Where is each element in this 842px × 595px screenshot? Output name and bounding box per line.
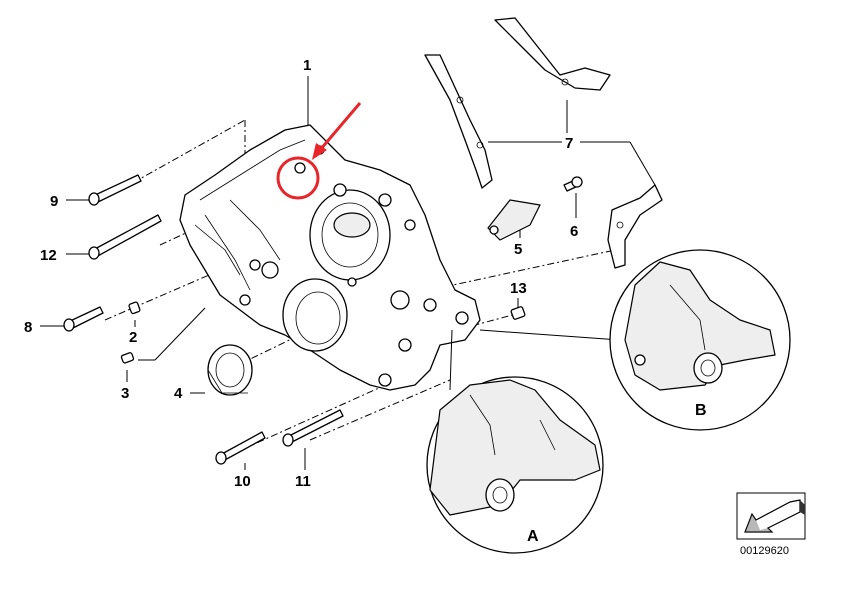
guide-5 xyxy=(487,199,541,241)
callout-10: 10 xyxy=(234,473,251,490)
callout-13: 13 xyxy=(510,280,527,297)
bolt-9 xyxy=(88,174,142,206)
callout-8: 8 xyxy=(24,319,32,336)
bolt-6 xyxy=(563,176,583,192)
arrow-icon xyxy=(318,102,362,151)
gasket-7-lower xyxy=(607,184,663,269)
callout-1: 1 xyxy=(303,57,311,74)
shaft-seal-4 xyxy=(207,344,253,396)
dowel-2 xyxy=(128,301,141,315)
bolt-10 xyxy=(215,431,266,465)
callout-11: 11 xyxy=(295,473,311,490)
catalog-symbol: 00129620 xyxy=(736,492,806,557)
gasket-7-middle xyxy=(424,54,493,189)
dowel-3 xyxy=(120,352,135,364)
callout-7: 7 xyxy=(565,135,573,152)
annotation-highlight xyxy=(276,102,362,200)
callout-labels: 1 2 3 4 5 6 7 8 9 10 11 12 13 A B xyxy=(24,57,707,545)
callout-6: 6 xyxy=(570,223,578,240)
circle-highlight-icon xyxy=(276,156,320,200)
callout-4: 4 xyxy=(174,385,183,402)
detail-label-b: B xyxy=(695,402,707,419)
direction-arrow-icon xyxy=(744,499,805,533)
bolt-12 xyxy=(88,214,162,260)
bolt-8 xyxy=(63,306,104,332)
sleeve-13 xyxy=(510,306,526,320)
callout-9: 9 xyxy=(50,193,58,210)
callout-3: 3 xyxy=(121,385,129,402)
arrow-head xyxy=(312,143,327,160)
detail-view-a xyxy=(426,329,604,554)
detail-view-b xyxy=(479,249,791,431)
bolt-11 xyxy=(282,409,344,447)
timing-case-cover xyxy=(179,124,481,391)
callout-12: 12 xyxy=(40,247,57,264)
detail-label-a: A xyxy=(527,528,539,545)
callout-5: 5 xyxy=(514,241,522,258)
gasket-7-upper xyxy=(494,17,611,91)
callout-2: 2 xyxy=(129,329,137,346)
catalog-code: 00129620 xyxy=(740,545,789,557)
